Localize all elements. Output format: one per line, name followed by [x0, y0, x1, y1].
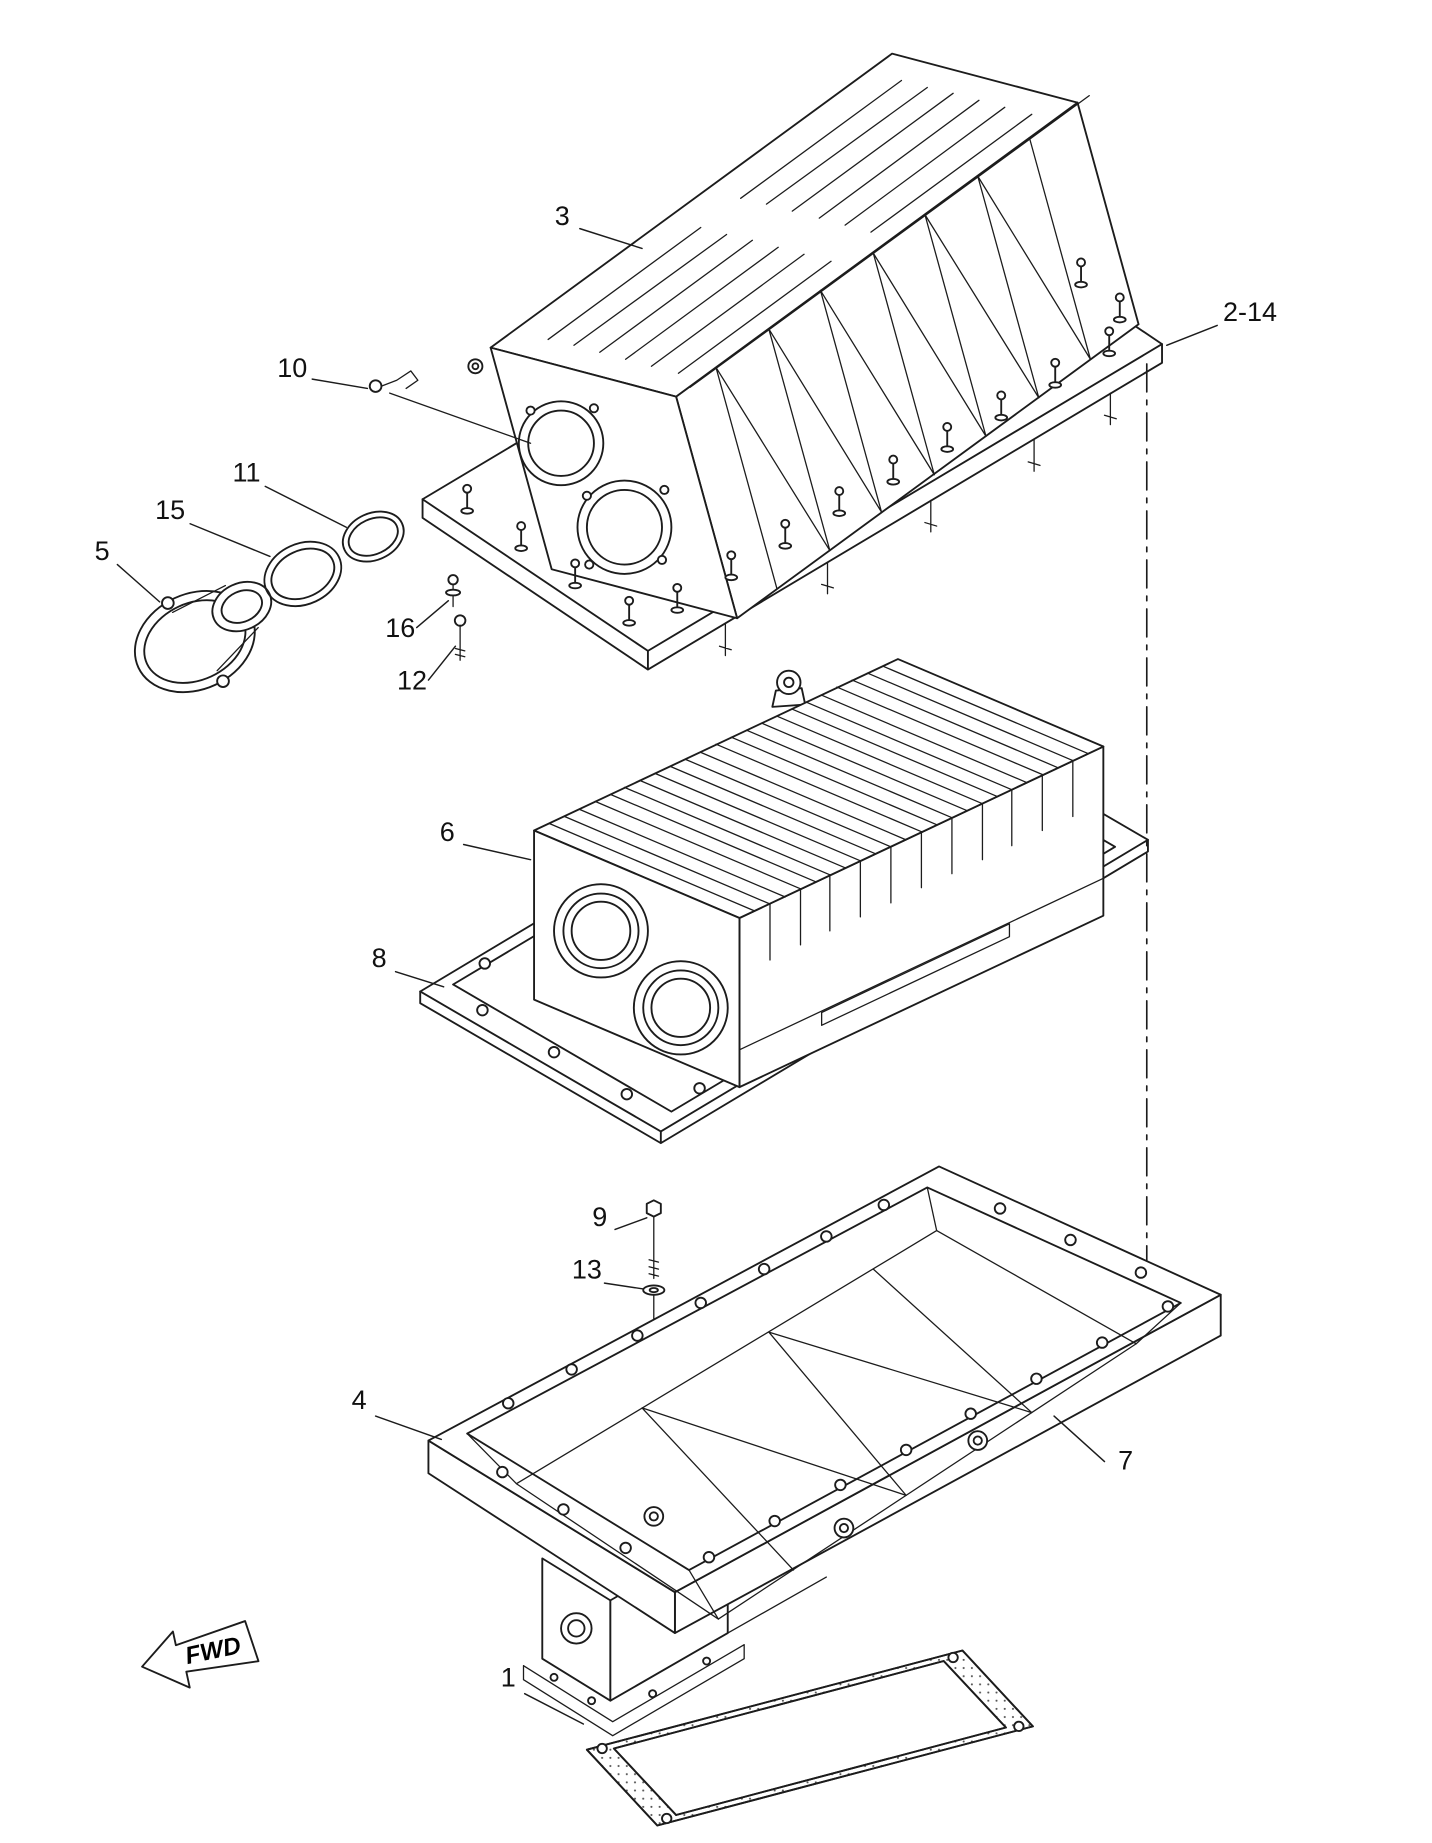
- bolt-part-16: [445, 574, 462, 608]
- inlet-port: [517, 400, 605, 487]
- fitting-part-10: [368, 370, 532, 444]
- callout-16: 16: [385, 613, 415, 643]
- base-pan-part-4: [427, 1165, 1222, 1634]
- callout-11: 11: [232, 458, 260, 488]
- callout-5: 5: [95, 536, 110, 566]
- o-ring-part-15: [263, 540, 343, 608]
- fwd-direction-arrow: FWD: [141, 1620, 260, 1689]
- callout-4: 4: [352, 1385, 367, 1415]
- housing-cover-part-3: [421, 52, 1163, 671]
- callout-15: 15: [155, 495, 185, 525]
- callout-6: 6: [440, 817, 455, 847]
- callout-3: 3: [555, 201, 570, 231]
- bolt-part-12: [453, 614, 467, 661]
- callout-1: 1: [501, 1663, 516, 1693]
- callout-leaders: [116, 227, 1218, 1725]
- callout-8: 8: [372, 943, 387, 973]
- callout-10: 10: [277, 353, 307, 383]
- outlet-port: [576, 479, 673, 575]
- aftercooler-core-part-6: [533, 658, 1105, 1089]
- core-port-lower: [632, 960, 729, 1056]
- callout-12: 12: [397, 665, 427, 695]
- pan-gasket-part-1: [585, 1649, 1034, 1827]
- o-ring-part-11: [341, 510, 405, 563]
- fwd-arrow-shape: [141, 1620, 260, 1689]
- callout-7: 7: [1118, 1446, 1133, 1476]
- bolt-part-9: [645, 1199, 662, 1280]
- callout-2-14: 2-14: [1223, 297, 1277, 327]
- callout-9: 9: [592, 1202, 607, 1232]
- callout-13: 13: [572, 1255, 602, 1285]
- flange-part-5: [133, 580, 273, 694]
- callout-labels: 3 2-14 10 11 15 5 16 12 6 8 9 13 4 7 1: [95, 201, 1277, 1692]
- core-port-upper: [553, 883, 649, 979]
